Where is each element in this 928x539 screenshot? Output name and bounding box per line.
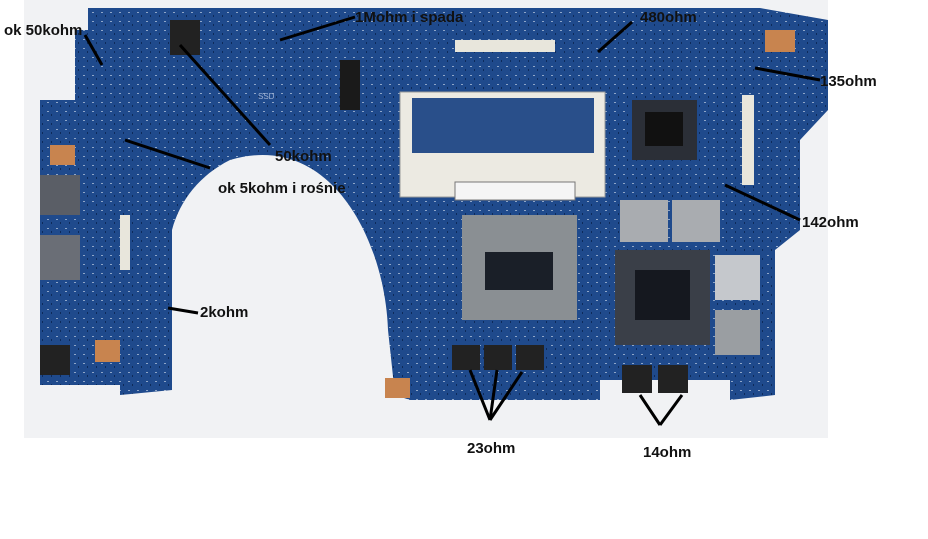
label-142ohm: 142ohm — [802, 214, 859, 231]
label-50kohm: 50kohm — [275, 148, 332, 165]
label-14ohm: 14ohm — [643, 444, 692, 461]
label-23ohm: 23ohm — [467, 440, 516, 457]
silkscreen-ssd: SSD — [258, 92, 275, 101]
label-1mohm: 1Mohm i spada — [355, 9, 464, 26]
label-480ohm: 480ohm — [640, 9, 697, 26]
label-2kohm: 2kohm — [200, 304, 249, 321]
pointer-lines — [83, 15, 821, 426]
label-135ohm: 135ohm — [820, 73, 877, 90]
label-ok-50kohm: ok 50kohm — [4, 22, 83, 39]
label-ok-5kohm: ok 5kohm i rośnie — [218, 180, 346, 197]
